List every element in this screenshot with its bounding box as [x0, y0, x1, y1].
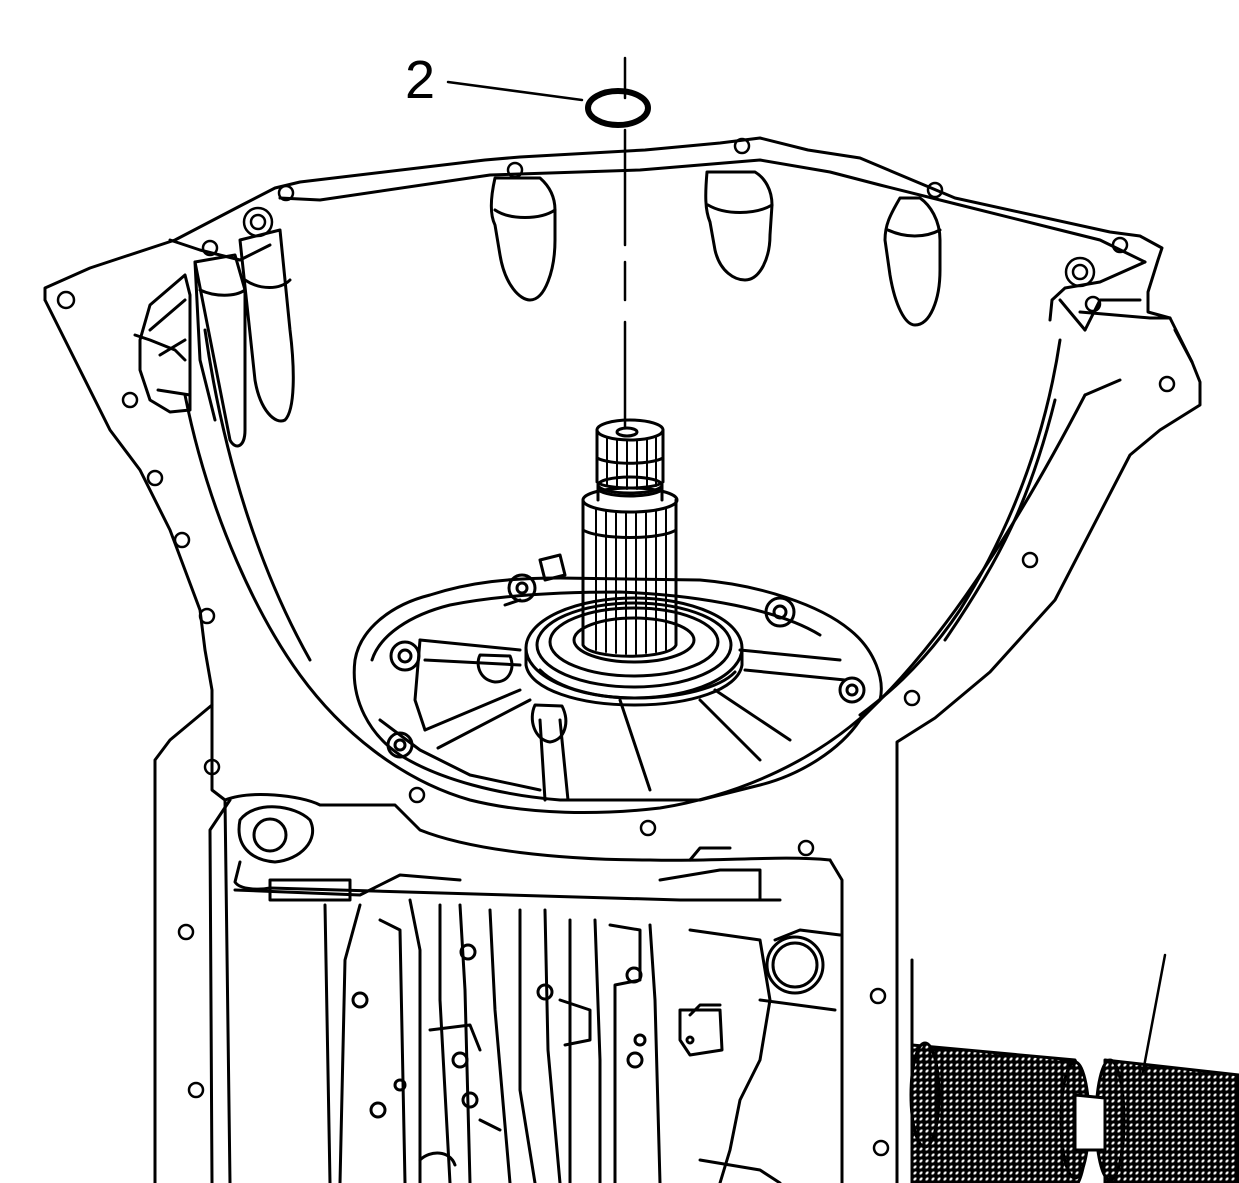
pump-assembly [354, 555, 881, 800]
shaft-body [583, 500, 676, 656]
bell-housing [45, 138, 1200, 1155]
bell-housing-inner-bowl [185, 395, 1085, 813]
case-left-wall [155, 705, 212, 1183]
callout-leader-2 [448, 82, 582, 100]
rib-4 [195, 255, 245, 446]
bell-housing-inner-lip [280, 160, 1145, 262]
housing-ribs [140, 172, 940, 446]
transmission-case [155, 705, 912, 1183]
rib-2 [706, 172, 772, 280]
pump-body [354, 578, 881, 800]
rib-3 [885, 198, 940, 325]
input-shaft [526, 420, 742, 705]
shaft-holding-tool [911, 955, 1239, 1183]
callout-number-2: 2 [404, 50, 436, 110]
rib-1 [491, 178, 555, 300]
flange-bolt-holes [58, 139, 1174, 1155]
snap-ring [588, 91, 648, 125]
shaft-top [597, 420, 663, 440]
rib-5 [240, 230, 293, 421]
bell-housing-left-edge [45, 300, 212, 705]
bell-housing-outer-flange [45, 138, 1200, 780]
